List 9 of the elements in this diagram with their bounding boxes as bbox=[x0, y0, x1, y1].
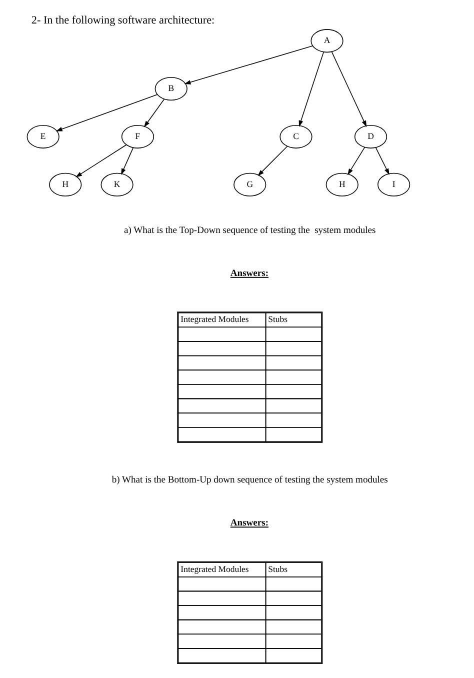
label: Integrated Modules bbox=[180, 314, 248, 324]
diagram-title: 2- In the following software architecture: bbox=[30, 14, 214, 26]
label: b) What is the Bottom-Up down sequence of testing the system modules bbox=[111, 474, 388, 486]
label: a) What is the Top-Down sequence of testing the system modules bbox=[123, 224, 376, 236]
label: Stubs bbox=[268, 314, 288, 324]
label: Answers: bbox=[230, 518, 268, 529]
label: Integrated Modules bbox=[180, 564, 248, 574]
label: Stubs bbox=[268, 564, 288, 574]
label: Answers: bbox=[230, 268, 268, 279]
